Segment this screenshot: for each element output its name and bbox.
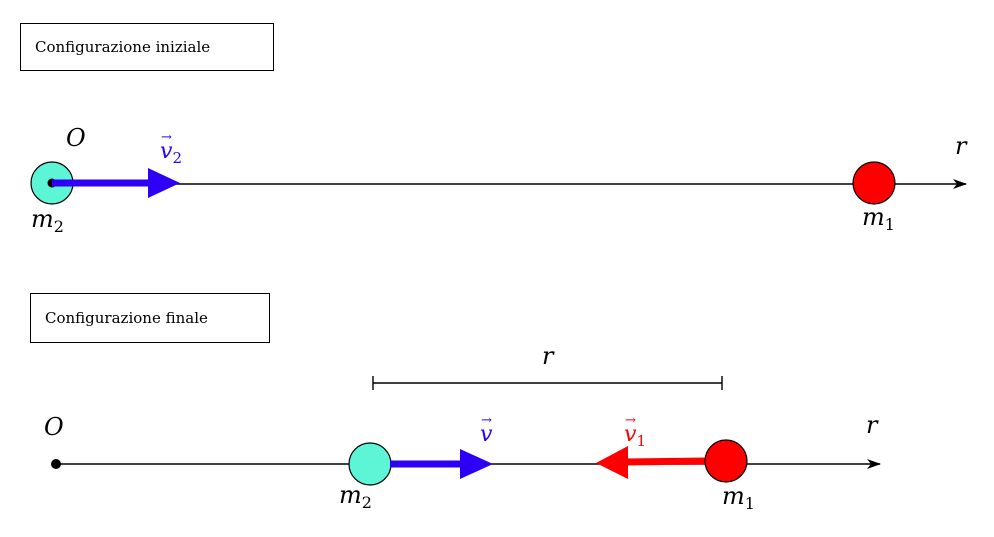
final-m2-symbol: m bbox=[339, 481, 362, 509]
svg-text:m2: m2 bbox=[339, 481, 372, 512]
final-velocity-v1-shaft bbox=[624, 457, 707, 466]
final-v1-subscript: 1 bbox=[636, 432, 646, 450]
initial-m2-subscript: 2 bbox=[54, 217, 64, 236]
initial-configuration: O r → v2 m2 m1 bbox=[30, 124, 968, 236]
final-mass-m1 bbox=[704, 439, 748, 483]
initial-m1-subscript: 1 bbox=[885, 215, 895, 234]
initial-m2-symbol: m bbox=[31, 205, 54, 233]
final-m1-subscript: 1 bbox=[745, 494, 755, 513]
initial-m1-symbol: m bbox=[862, 203, 885, 231]
final-velocity-v-label: → v bbox=[480, 413, 493, 447]
final-v1-arrow-mark: → bbox=[625, 413, 636, 428]
svg-text:v1: v1 bbox=[624, 422, 646, 450]
distance-bracket bbox=[372, 376, 723, 390]
svg-text:m2: m2 bbox=[31, 205, 64, 236]
initial-velocity-v2-label: → v2 bbox=[160, 130, 182, 167]
final-m1-symbol: m bbox=[722, 482, 745, 510]
final-v-arrow-mark: → bbox=[481, 413, 492, 428]
final-configuration: r O r → v → v1 m2 m1 bbox=[44, 342, 881, 513]
svg-text:m1: m1 bbox=[722, 482, 755, 513]
final-v-symbol: v bbox=[480, 422, 493, 447]
final-velocity-v1-label: → v1 bbox=[624, 413, 646, 450]
initial-v2-symbol: v bbox=[160, 139, 173, 164]
final-origin-point bbox=[51, 459, 61, 469]
final-m2-subscript: 2 bbox=[362, 493, 372, 512]
svg-text:v2: v2 bbox=[160, 139, 182, 167]
initial-origin-label: O bbox=[66, 124, 86, 152]
initial-mass-m1 bbox=[852, 161, 896, 205]
final-velocity-v-head bbox=[460, 449, 493, 479]
svg-text:m1: m1 bbox=[862, 203, 895, 234]
initial-caption-text: Configurazione iniziale bbox=[35, 38, 211, 56]
distance-label: r bbox=[542, 342, 555, 370]
final-v1-symbol: v bbox=[624, 422, 637, 447]
final-axis-label: r bbox=[866, 411, 879, 439]
final-configuration-caption: Configurazione finale bbox=[30, 293, 270, 343]
final-velocity-v1-head bbox=[596, 446, 628, 479]
initial-axis-label: r bbox=[955, 132, 968, 160]
initial-configuration-caption: Configurazione iniziale bbox=[20, 23, 274, 71]
final-origin-label: O bbox=[44, 413, 64, 441]
final-mass-m2 bbox=[348, 442, 392, 486]
initial-velocity-v2-head bbox=[148, 168, 180, 198]
initial-v2-subscript: 2 bbox=[172, 149, 182, 167]
initial-v2-arrow-mark: → bbox=[161, 130, 172, 145]
final-caption-text: Configurazione finale bbox=[45, 309, 208, 327]
